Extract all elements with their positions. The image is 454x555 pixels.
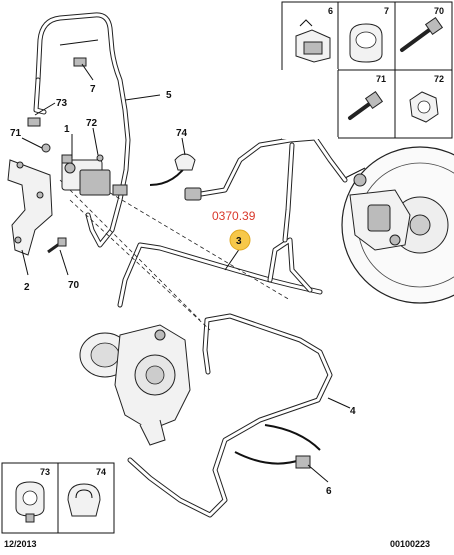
pipe-3 — [117, 237, 323, 308]
inset-part-71 — [348, 100, 374, 120]
turbocharger — [79, 324, 191, 446]
footer-diagram-code: 00100223 — [390, 539, 430, 549]
clip-74-top — [112, 184, 128, 196]
inset-bottom: 73 74 — [1, 462, 115, 534]
callout-72: 72 — [86, 118, 98, 129]
callout-7: 7 — [90, 84, 96, 95]
inset-label-74: 74 — [96, 467, 106, 477]
inset-label-7: 7 — [384, 6, 389, 16]
inset-label-70: 70 — [434, 6, 444, 16]
callout-6: 6 — [326, 486, 332, 497]
callout-73: 73 — [56, 98, 68, 109]
callout-71: 71 — [10, 128, 22, 139]
clip-73-top — [27, 117, 41, 127]
inset-part-70 — [400, 26, 434, 52]
hose-6-lower — [234, 451, 301, 465]
inset-part-74 — [67, 483, 101, 517]
sensor-1 — [61, 154, 111, 196]
reference-code: 0370.39 — [212, 209, 256, 223]
hose-6-upper — [264, 424, 321, 451]
inset-label-72: 72 — [434, 74, 444, 84]
nut-72 — [96, 154, 104, 162]
callout-74: 74 — [176, 128, 188, 139]
callout-70: 70 — [68, 280, 80, 291]
connector-6 — [295, 455, 311, 469]
pipe-4 — [127, 313, 333, 518]
leader-lines — [21, 39, 351, 483]
callout-2: 2 — [24, 282, 30, 293]
clip-7-top — [73, 57, 87, 67]
inset-label-6: 6 — [328, 6, 333, 16]
callout-4: 4 — [350, 406, 356, 417]
bracket-2 — [7, 159, 53, 256]
guide-line-1 — [59, 179, 201, 321]
callout-5: 5 — [166, 90, 172, 101]
guide-line-2 — [69, 199, 211, 331]
callout-3: 3 — [236, 236, 242, 247]
bolt-71 — [41, 143, 51, 153]
clip-74 — [174, 153, 196, 171]
guide-line-3 — [79, 174, 291, 301]
inset-label-73: 73 — [40, 467, 50, 477]
brake-caliper — [344, 167, 411, 251]
flex-hose — [184, 135, 348, 243]
highlight-marker — [229, 229, 251, 251]
inset-top: 6 7 70 71 72 — [281, 1, 453, 139]
inset-label-71: 71 — [376, 74, 386, 84]
footer-date: 12/2013 — [4, 539, 37, 549]
callout-1: 1 — [64, 124, 70, 135]
